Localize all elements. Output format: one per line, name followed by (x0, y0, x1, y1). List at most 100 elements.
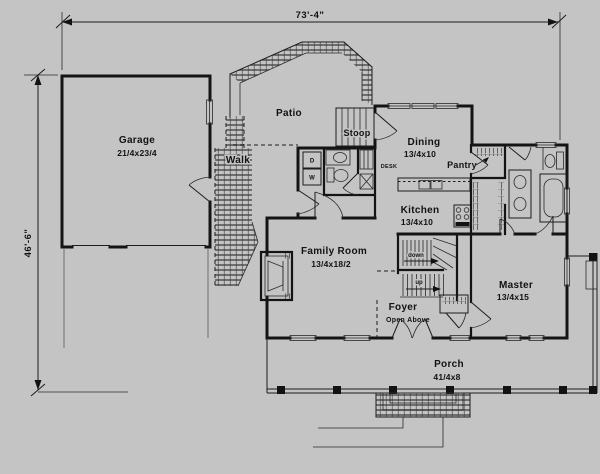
porch-corner-column (589, 386, 597, 394)
fireplace (259, 250, 294, 302)
porch-rails (266, 253, 598, 394)
foyer-master: Foyer Open Above Master 13/4x15 Family R… (301, 232, 533, 340)
stairs-down-label: down (408, 253, 424, 259)
pantry-shelves (474, 148, 503, 156)
burner-icon (455, 207, 462, 213)
dryer (302, 151, 322, 169)
master-door-leaf (470, 301, 492, 320)
vanity-sink-2 (513, 197, 527, 211)
porch-column (559, 386, 567, 394)
walk: Walk (214, 116, 298, 287)
wic-door-swing (499, 218, 516, 235)
patio-brick-band-right (342, 42, 372, 104)
fireplace-hatch-top (285, 253, 291, 259)
stoop-door-swing (374, 130, 398, 141)
vanity-sink-1 (513, 175, 527, 189)
foyer-closet (439, 294, 469, 314)
stair-treads-upper (402, 240, 432, 266)
house-exterior (265, 104, 569, 340)
front-door-swings (399, 318, 426, 339)
porch-column (389, 386, 397, 394)
garage: Garage 21/4x23/4 (60, 74, 213, 348)
closet-door-leaf (445, 312, 460, 329)
bath-interior-walls (469, 143, 507, 236)
desk-label: DESK (381, 164, 397, 170)
dimension-ticks-top (55, 14, 567, 29)
fireplace-box (259, 250, 294, 302)
stair-walls (396, 232, 459, 302)
chase-lines (363, 150, 369, 169)
garage-walls (60, 74, 212, 249)
steps-leader-lines (313, 417, 444, 448)
down-arrow-icon (431, 258, 439, 264)
dryer-label: D (310, 159, 315, 165)
burner-icon (463, 214, 470, 220)
kitchen-label: Kitchen (401, 205, 440, 216)
porch-column (503, 386, 511, 394)
garage-size-label: 21/4x23/4 (117, 148, 157, 158)
steps-brick (376, 393, 470, 417)
master-label: Master (499, 280, 533, 291)
patio: Patio (229, 41, 373, 121)
family-room-size-label: 13/4x18/2 (311, 259, 351, 269)
powder-door-leaf (342, 172, 359, 189)
toilet-tank (326, 167, 335, 183)
porch: Porch 41/4x8 (266, 253, 598, 394)
dimension-width-label: 73'-4" (296, 10, 325, 21)
washer (302, 168, 322, 186)
walk-door-swing (297, 203, 320, 215)
closet-door-swing (458, 312, 467, 329)
dimension-extension-left (24, 74, 128, 393)
walk-edge-curve (237, 221, 259, 287)
stair-treads-lower (402, 274, 444, 296)
bath-door-leaf (508, 146, 526, 161)
bath-window (535, 142, 557, 148)
dining-kitchen: Dining 13/4x10 DESK Kitchen 13/4x10 Pant… (374, 111, 489, 228)
bath-block (396, 143, 569, 236)
garage-entry-door-swing (188, 176, 211, 186)
master-door-swing (470, 318, 492, 329)
sink-bowl-right (430, 180, 443, 190)
porch-column (277, 386, 285, 394)
bath-door-swing (524, 146, 532, 161)
kitchen-size-label: 13/4x10 (401, 217, 433, 227)
fireplace-hatch-bottom (285, 293, 291, 299)
dining-size-label: 13/4x10 (404, 149, 436, 159)
linen-closet (359, 173, 374, 190)
linen-x (359, 173, 374, 190)
dining-label: Dining (408, 137, 441, 148)
driveway-lines (63, 248, 209, 348)
front-windows (289, 335, 545, 341)
firebox (267, 260, 284, 292)
stairs: down up (376, 232, 459, 338)
porch-column-top (589, 253, 597, 261)
pantry-door-swing (470, 164, 489, 175)
patio-brick-band-left (230, 42, 306, 83)
patio-label: Patio (276, 108, 302, 119)
arrow-right-icon (548, 18, 558, 26)
walk-strip-upper (226, 116, 244, 148)
stoop-label: Stoop (344, 128, 371, 138)
front-door-leaves (391, 318, 434, 339)
walk-strip-mid (215, 148, 252, 222)
steps-inner (389, 392, 457, 404)
porch-label: Porch (434, 359, 464, 370)
bath-door2-swing (534, 215, 554, 235)
foyer-label: Foyer (389, 302, 418, 313)
wic-shelf-right (498, 182, 504, 230)
hall-door-swing (314, 191, 344, 219)
patio-inner-line (239, 52, 363, 115)
stoop-steps (341, 108, 367, 146)
sink-bowl-left (418, 180, 431, 190)
powder-door-swing (342, 187, 359, 196)
stair-winders (432, 237, 458, 271)
powder-sink (333, 152, 347, 163)
laundry-area: D W (297, 146, 377, 220)
master-toilet (544, 154, 556, 168)
powder-toilet (333, 169, 349, 182)
arrow-down-icon (34, 380, 42, 390)
dimension-lines: 73'-4" 46'-6" (23, 10, 567, 397)
stoop: Stoop (335, 107, 375, 147)
chase-closet (359, 149, 374, 170)
stoop-outline (335, 107, 375, 147)
